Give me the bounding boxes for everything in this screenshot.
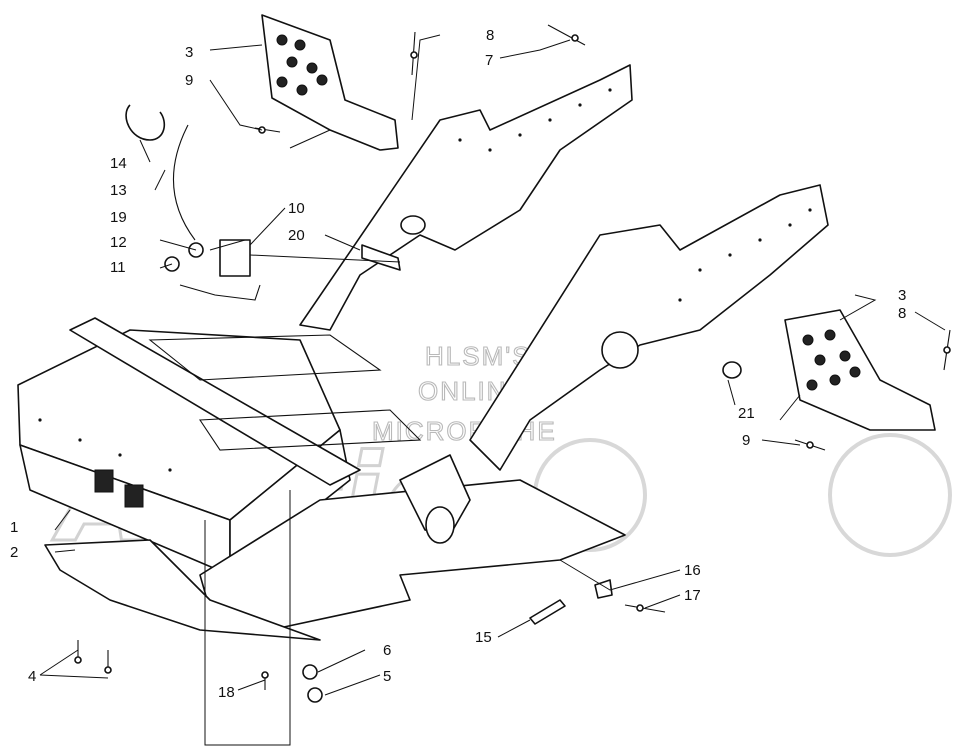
callout-9-right: 9: [742, 432, 750, 449]
front-face-cutout-2: [124, 484, 144, 508]
inner-member-2: [199, 409, 422, 451]
callout-14: 14: [110, 155, 127, 172]
callout-2: 2: [10, 544, 18, 561]
strap-15: [529, 599, 566, 625]
watermark-line1: HLSM'S: [425, 341, 532, 371]
rivets: [74, 24, 951, 690]
callout-1: 1: [10, 519, 18, 536]
callout-11: 11: [110, 259, 126, 276]
hose-clamp: [125, 104, 166, 141]
callout-12: 12: [110, 234, 127, 251]
callout-9-left: 9: [185, 72, 193, 89]
callout-17: 17: [684, 587, 701, 604]
callout-18: 18: [218, 684, 235, 701]
callout-3-left: 3: [185, 44, 193, 61]
callout-13: 13: [110, 182, 127, 199]
left-rail-hole: [400, 215, 426, 235]
skid-plate: [44, 539, 321, 641]
callout-10: 10: [288, 200, 305, 217]
leader-lines: [39, 34, 946, 746]
wire-harness: [179, 284, 261, 301]
callout-7: 7: [485, 52, 493, 69]
callout-15: 15: [475, 629, 492, 646]
grommet-5: [307, 687, 323, 703]
chassis-frame: [17, 64, 829, 631]
footrest-right: [784, 309, 936, 431]
grommet-6: [302, 664, 318, 680]
callout-4: 4: [28, 668, 36, 685]
right-rail: [469, 184, 829, 471]
clip-16: [594, 579, 613, 599]
right-rail-hole: [601, 331, 639, 369]
callout-19: 19: [110, 209, 127, 226]
left-rail: [299, 64, 633, 331]
steering-tube-end: [425, 506, 455, 544]
plug-21: [722, 361, 742, 379]
callout-8-left: 8: [486, 27, 494, 44]
footrest-left: [261, 14, 399, 151]
callout-5: 5: [383, 668, 391, 685]
callout-16: 16: [684, 562, 701, 579]
callout-labels: 1 2 3 3 4 5 6 7 8 8 9 9 10 11 12 13 14 1…: [10, 27, 906, 701]
callout-6: 6: [383, 642, 391, 659]
front-face-cutout-1: [94, 469, 114, 493]
upper-cross-beam: [69, 317, 361, 486]
callout-21: 21: [738, 405, 755, 422]
watermark-wheel-right: [828, 433, 952, 557]
bracket-20: [361, 244, 401, 271]
callout-8-right: 8: [898, 305, 906, 322]
hose: [172, 124, 196, 241]
callout-3-right: 3: [898, 287, 906, 304]
rivet-holes: [38, 88, 812, 472]
inner-member-1: [148, 334, 382, 381]
callout-20: 20: [288, 227, 305, 244]
